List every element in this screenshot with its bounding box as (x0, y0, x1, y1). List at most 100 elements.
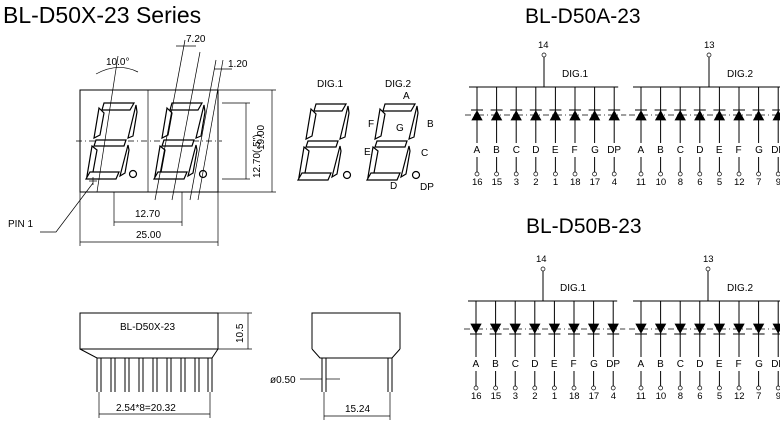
dim-total-height: 19.00 (256, 125, 267, 150)
circuit-a-dig2-pin-dot-2 (677, 171, 683, 177)
circuit-b-dig1-pin-6: 17 (589, 391, 600, 402)
circuit-a-dig2-seg-5: F (736, 145, 742, 156)
circuit-a-dig1-pin-dot-5 (572, 171, 578, 177)
circuit-b-dig2-pin-1: 10 (656, 391, 667, 402)
circuit-b-dig1-pin-2: 3 (513, 391, 518, 402)
circuit-b-dig2-diode-1 (654, 323, 667, 334)
segmap-digit-1 (296, 103, 352, 181)
circuit-b-dig1-pin-4: 1 (552, 391, 557, 402)
circuit-a-dig1-seg-6: G (591, 145, 599, 156)
circuit-a-dig2-pin-3: 6 (697, 177, 702, 188)
circuit-a-dig2-diode-6 (752, 110, 765, 121)
circuit-a-dig2-pin-2: 8 (678, 177, 683, 188)
circuit-a-dig1: DIG.1 (562, 69, 589, 80)
circuit-a-dig2-pin-dot-7 (775, 171, 780, 177)
circuit-b-dig2-diode-0 (635, 323, 647, 334)
circuit-a-dig1-diode-0 (471, 110, 483, 121)
circuit-a-dig1-pin-dot-6 (592, 171, 597, 177)
circuit-a-dig1-seg-4: E (552, 145, 559, 156)
circuit-a-dig2-seg-2: C (677, 145, 684, 156)
circuit-b-dig2-seg-1: B (657, 359, 664, 370)
circuit-a-dig1-seg-0: A (474, 145, 481, 156)
circuit-b-dig1-pin-7: 4 (611, 391, 616, 402)
circuit-b-dig1-pin-dot-3 (532, 385, 538, 391)
circuit-b-dig1-diode-6 (587, 323, 600, 334)
side-body (79, 312, 219, 350)
segmap-dig2-label: DIG.2 (385, 79, 412, 90)
side-part-label: BL-D50X-23 (120, 322, 175, 333)
series-title: BL-D50X-23 Series (3, 2, 201, 28)
circuit-a-dig1-seg-1: B (493, 145, 500, 156)
circuit-b-dig1-pin-dot-0 (473, 385, 479, 391)
dim-7-20: 7.20 (186, 34, 206, 45)
circuit-a-title: BL-D50A-23 (525, 5, 641, 28)
circuit-a-dig2-pin-dot-3 (697, 171, 703, 177)
circuit-b-dig1: DIG.1 (560, 283, 587, 294)
circuit-a-dig1-common-dot (541, 52, 547, 58)
circuit-a-dig1-pin-0: 16 (472, 177, 483, 188)
circuit-a: BL-D50A-23 14 13 DIG.1 DIG.2 A16B15C3D2E… (465, 5, 780, 188)
circuit-b-dig2-seg-3: D (696, 359, 703, 370)
segment-map: DIG.1 DIG.2 A B C D E F G DP (296, 79, 434, 193)
circuit-b-dig1-seg-5: F (571, 359, 577, 370)
circuit-a-dig1-diode-4 (549, 110, 562, 121)
circuit-b-dig2-pin-dot-6 (756, 385, 761, 391)
circuit-a-dig2-diode-2 (674, 110, 686, 121)
circuit-b-dig1-pin-dot-5 (571, 385, 577, 391)
digit-2-outline (152, 102, 208, 180)
dim-1-20: 1.20 (228, 59, 248, 70)
circuit-b-dig2: DIG.2 (727, 283, 754, 294)
circuit-a-dig2-seg-3: D (696, 145, 703, 156)
circuit-b-dig2-pin-6: 7 (756, 391, 761, 402)
circuit-b-dig1-pin-1: 15 (491, 391, 502, 402)
circuit-b-dig1-diode-2 (509, 323, 521, 334)
circuit-a-dig2-pin-5: 12 (734, 177, 745, 188)
circuit-a-dig1-pin-dot-2 (513, 171, 519, 177)
circuit-b-dig2-pin-2: 8 (678, 391, 683, 402)
dim-pitch: 12.70 (135, 209, 160, 220)
circuit-b-dig2-pin-7: 9 (776, 391, 780, 402)
circuit-b-dig2-pin-dot-2 (677, 385, 683, 391)
circuit-b-dig1-pin-0: 16 (471, 391, 482, 402)
circuit-b-dig2-seg-4: E (716, 359, 723, 370)
circuit-a-dig1-diode-5 (569, 110, 581, 121)
seg-label-dp: DP (420, 182, 434, 193)
circuit-a-dig1-seg-7: DP (607, 145, 621, 156)
circuit-b-dig2-diode-5 (733, 323, 745, 334)
circuit-a-dig1-diode-2 (510, 110, 522, 121)
seg-label-c: C (421, 148, 428, 159)
circuit-b-dig1-seg-2: C (512, 359, 519, 370)
circuit-b-dig1-pin-dot-7 (610, 385, 616, 391)
circuit-a-dig2-diode-7 (772, 110, 780, 121)
circuit-b-dig1-pin-3: 2 (532, 391, 537, 402)
circuit-a-dig2-seg-7: DP (771, 145, 780, 156)
circuit-b-dig2-seg-0: A (638, 359, 645, 370)
circuit-a-dig1-seg-5: F (572, 145, 578, 156)
circuit-b-dig1-pin-dot-2 (512, 385, 518, 391)
circuit-a-dig1-pin-2: 3 (514, 177, 519, 188)
side-view: BL-D50X-23 10.5 2.54*8=20.32 (79, 312, 252, 418)
circuit-b-dig2-pin-dot-4 (717, 385, 722, 391)
dim-angle: 10.0° (106, 57, 129, 68)
circuit-b-dig2-diode-2 (674, 323, 686, 334)
circuit-a-common2-pin: 13 (704, 40, 715, 51)
dim-pin-dia: ø0.50 (270, 375, 296, 386)
dim-width: 25.00 (136, 230, 161, 241)
circuit-a-dig1-diode-7 (608, 110, 620, 121)
circuit-a-dig2-diode-0 (635, 110, 647, 121)
seg-label-g: G (396, 123, 404, 134)
circuit-a-dig2-pin-0: 11 (636, 177, 646, 188)
circuit-a-dig1-pin-3: 2 (533, 177, 538, 188)
circuit-a-dig1-pin-dot-1 (494, 171, 499, 177)
circuit-b-dig2-pin-dot-3 (697, 385, 703, 391)
circuit-a-dig2-pin-dot-4 (717, 171, 722, 177)
circuit-a-dig1-pin-6: 17 (590, 177, 601, 188)
circuit-a-dig1-diode-3 (530, 110, 542, 121)
dim-digit-height: 12.70(.5") (252, 134, 263, 178)
circuit-a-dig1-pin-dot-7 (611, 171, 617, 177)
circuit-a-dig2-diode-4 (713, 110, 726, 121)
side-pins (79, 348, 219, 392)
circuit-a-dig1-seg-3: D (532, 145, 539, 156)
circuit-b: BL-D50B-23 14 13 DIG.1 DIG.2 A16B15C3D2E… (464, 215, 780, 402)
circuit-b-dig1-seg-3: D (531, 359, 538, 370)
